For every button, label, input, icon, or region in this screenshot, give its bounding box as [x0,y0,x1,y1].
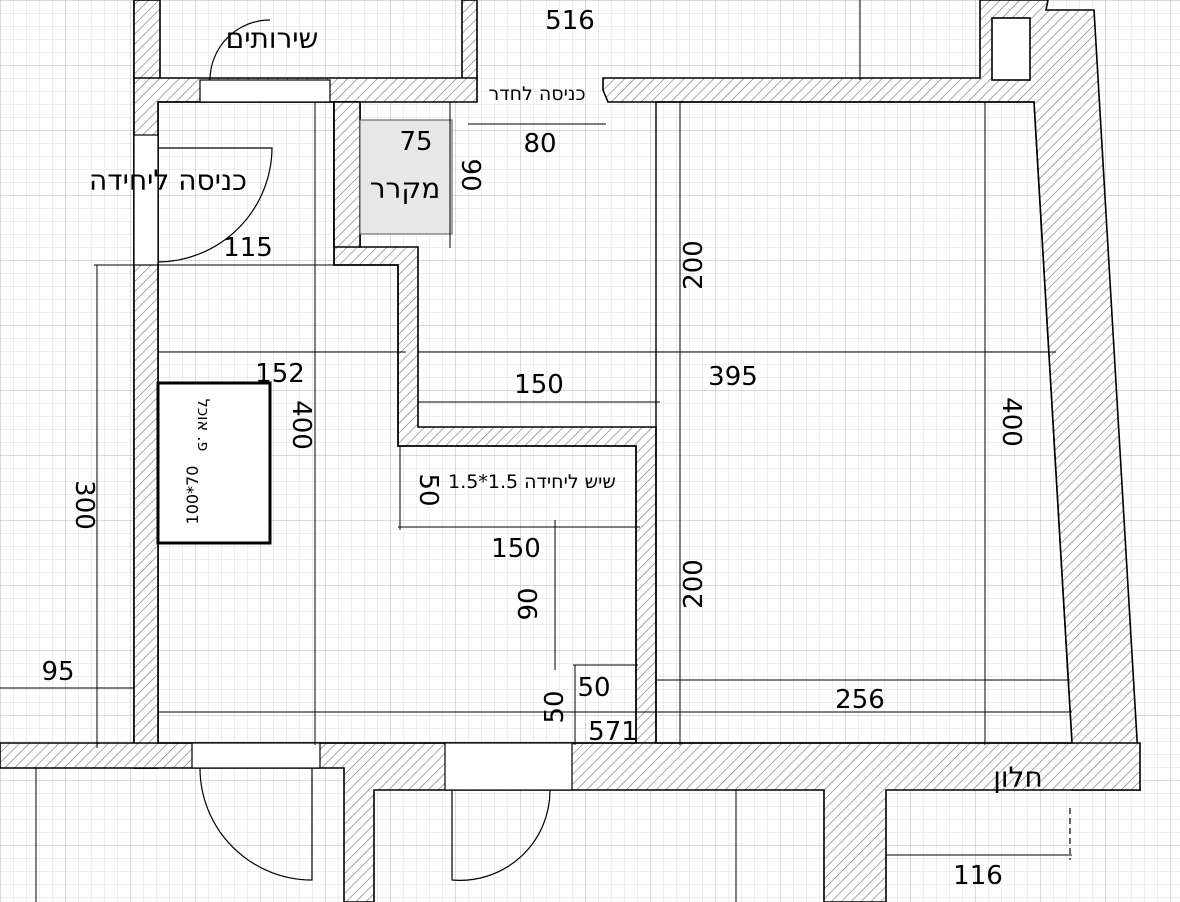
dim-90: 90 [514,587,544,620]
door-toilet-frame [199,79,331,103]
label-room-entrance: כניסה לחדר [489,83,586,105]
dim-395: 395 [708,362,758,392]
dim-150-mid: 150 [514,370,564,400]
door-bottom-left-swing [199,767,313,881]
dimension-lines [0,0,1072,902]
wall-toilet-left [133,0,161,81]
fridge-box [359,119,453,235]
label-tile: שיש ליחידה 1.5*1.5 [448,471,616,493]
dim-152: 152 [255,359,305,389]
label-food-corner: פ. אוכל [194,399,213,452]
dim-150-low: 150 [491,534,541,564]
dim-50-a: 50 [413,473,443,506]
door-bottom-left-frame [191,742,321,769]
wall-toilet-right [461,0,478,81]
dimension-labels: 516 75 90 80 115 152 400 300 150 395 200… [41,6,1026,891]
room-outline-main [655,101,1073,744]
door-bottom-mid-frame [444,742,573,791]
dim-200-top: 200 [679,240,709,290]
dim-516: 516 [545,6,595,36]
dim-300: 300 [69,480,99,530]
door-entrance-frame [133,134,159,266]
room-labels: שירותים כניסה ליחידה כניסה לחדר מקרר פ. … [89,22,1043,794]
dim-256: 256 [835,685,885,715]
dim-95: 95 [41,657,74,687]
food-corner-table [156,381,272,545]
room-interiors [158,101,1073,744]
dim-400-right: 400 [996,397,1026,447]
doors [133,19,1071,881]
label-fridge: מקרר [370,172,441,205]
walls [0,0,1141,902]
door-entrance-swing [157,147,273,263]
dim-80: 80 [523,129,556,159]
label-unit-entrance: כניסה ליחידה [89,164,247,197]
wall-bottom [0,742,1141,902]
door-bottom-mid-swing [451,789,551,881]
wall-niche-top [991,17,1031,81]
dim-571: 571 [588,717,638,747]
dim-400-left: 400 [286,400,316,450]
room-outline-left [158,101,637,744]
dim-90-fridge: 90 [455,158,485,191]
dim-50-c: 50 [540,690,570,723]
label-window: חלון [993,761,1042,794]
dim-75: 75 [399,127,432,157]
wall-fridge [333,101,361,248]
dim-115: 115 [223,233,273,263]
dim-50-b: 50 [577,673,610,703]
dim-116: 116 [953,861,1003,891]
dim-200-bottom: 200 [679,559,709,609]
label-food-corner-size: 100*70 [183,466,202,525]
door-toilet-swing [209,19,271,81]
label-toilets: שירותים [226,22,319,55]
